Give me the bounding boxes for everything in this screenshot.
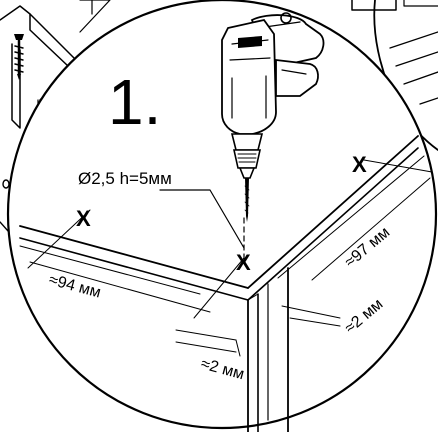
hole-marker-center: X [236,250,251,275]
step-number: 1. [108,66,161,138]
magnifier-circle [6,0,438,430]
drill-spec-label: Ø2,5 h=5мм [78,169,172,188]
drill-icon [221,12,325,222]
dimension-lines [27,159,433,357]
screw-icon [14,34,24,80]
hole-marker-right: X [352,152,367,177]
cabinet-corner [19,135,425,432]
hole-marker-left: X [76,206,91,231]
